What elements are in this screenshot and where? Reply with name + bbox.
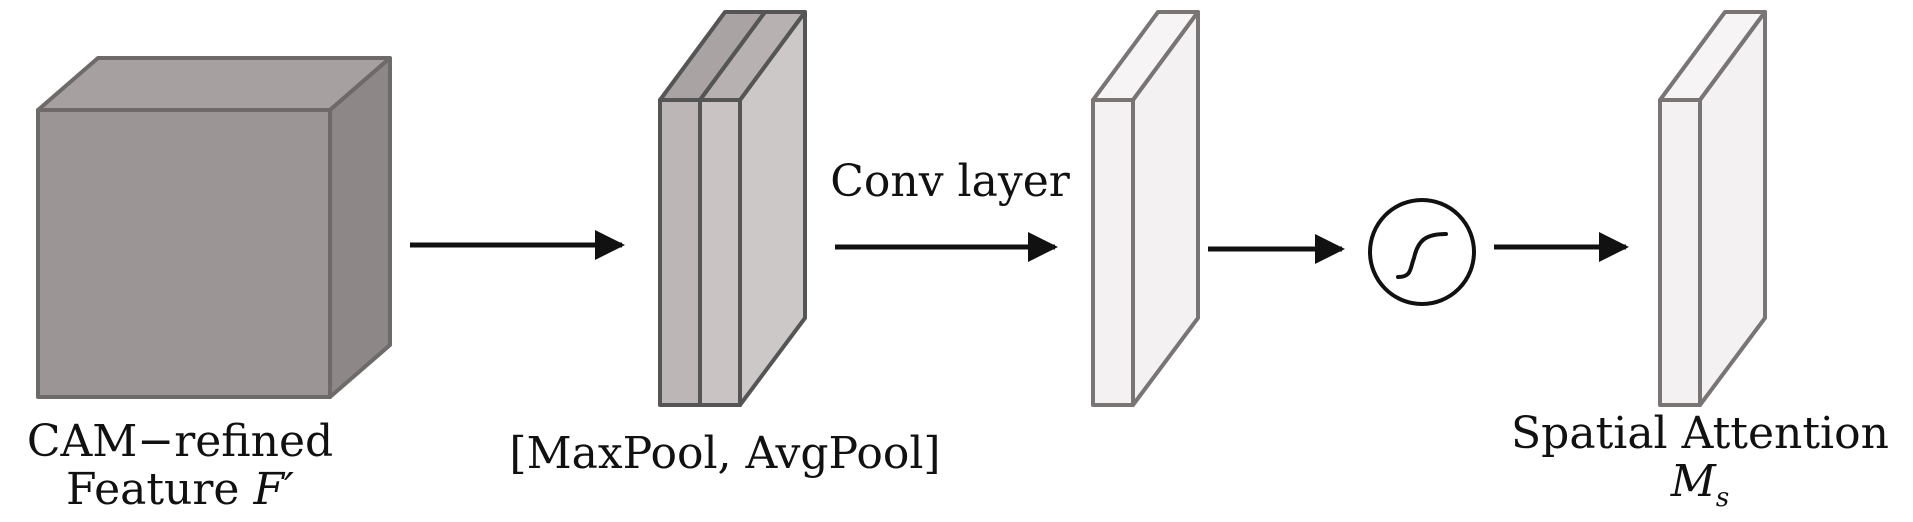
output-label-line1: Spatial Attention — [1511, 408, 1889, 459]
input-label: CAM−refined Feature F′ — [20, 418, 340, 514]
conv-output-slab — [1091, 10, 1200, 407]
output-symbol-main: M — [1670, 456, 1716, 507]
output-label: Spatial Attention Ms — [1500, 410, 1900, 522]
maxpool-slab-front — [658, 98, 702, 407]
input-feature-cube — [36, 56, 392, 399]
conv-slab-front — [1091, 98, 1135, 407]
conv-label: Conv layer — [830, 156, 1070, 207]
output-symbol: Ms — [1500, 458, 1900, 522]
input-feature-symbol: F′ — [253, 464, 294, 515]
output-slab-front — [1658, 98, 1702, 407]
input-label-line2: Feature F′ — [20, 466, 340, 514]
output-symbol-sub: s — [1715, 483, 1730, 513]
cube-side-face — [328, 56, 392, 399]
input-label-prefix: Feature — [65, 464, 254, 515]
sigmoid-icon — [1368, 198, 1476, 306]
pool-label: [MaxPool, AvgPool] — [509, 428, 941, 479]
avgpool-slab-front — [698, 98, 742, 407]
spatial-attention-slab — [1658, 10, 1767, 407]
pooled-feature-slabs — [658, 10, 807, 407]
input-label-line1: CAM−refined — [26, 416, 334, 467]
cube-front-face — [36, 108, 332, 399]
